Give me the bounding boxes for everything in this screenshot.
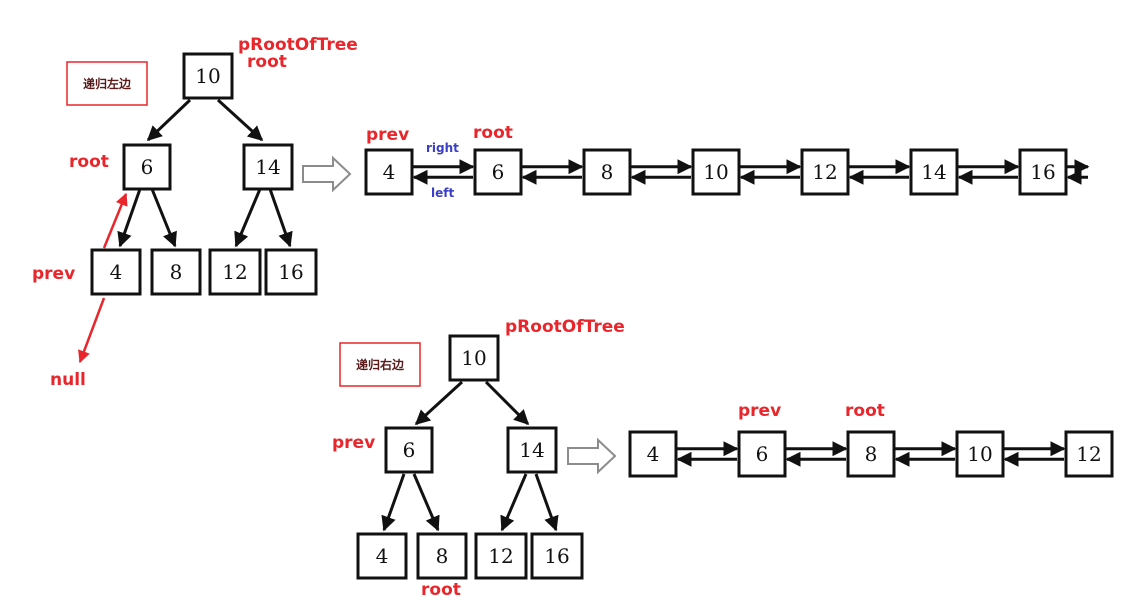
top-list-node-value: 12 bbox=[812, 160, 837, 184]
top-node-rl: 12 bbox=[208, 248, 262, 296]
bottom-node-left: 6 bbox=[384, 426, 434, 474]
bottom-node-rr-value: 16 bbox=[544, 544, 569, 568]
top-list-node: 16 bbox=[1018, 148, 1068, 196]
top-list-node-value: 4 bbox=[383, 160, 396, 184]
bottom-tag: 递归右边 bbox=[339, 342, 421, 387]
top-tag: 递归左边 bbox=[66, 61, 148, 106]
bottom-label-proot: pRootOfTree bbox=[505, 317, 625, 337]
top-node-right: 14 bbox=[242, 143, 294, 191]
bottom-list-label-root: root bbox=[845, 401, 885, 421]
bottom-list-node: 8 bbox=[846, 430, 896, 478]
bottom-edge-14-16 bbox=[534, 473, 559, 532]
bottom-transition-arrow-icon bbox=[567, 437, 617, 475]
bottom-list-node-value: 12 bbox=[1076, 442, 1101, 466]
bottom-node-root: 10 bbox=[448, 334, 500, 382]
top-list-label-prev: prev bbox=[366, 125, 409, 145]
top-linked-list: 4 6 8 10 12 14 16 bbox=[364, 148, 1090, 196]
bottom-list-node-value: 8 bbox=[865, 442, 878, 466]
bottom-list-node: 4 bbox=[628, 430, 678, 478]
bottom-node-root-value: 10 bbox=[461, 346, 486, 370]
bottom-edge-6-4 bbox=[381, 473, 406, 532]
top-list-node: 4 bbox=[364, 148, 414, 196]
top-edge-10-6 bbox=[146, 98, 192, 142]
top-node-rr-value: 16 bbox=[278, 260, 303, 284]
top-red-arrow-4-to-null bbox=[78, 297, 106, 364]
top-list-node: 12 bbox=[800, 148, 850, 196]
top-edge-6-8 bbox=[150, 188, 177, 248]
bottom-node-rl-value: 12 bbox=[488, 544, 513, 568]
top-label-null: null bbox=[50, 370, 86, 390]
top-list-node-value: 10 bbox=[703, 160, 728, 184]
top-section: 递归左边 10 6 14 4 8 12 bbox=[32, 35, 1090, 390]
top-list-node: 8 bbox=[582, 148, 632, 196]
top-node-left-value: 6 bbox=[141, 155, 154, 179]
bottom-edge-10-6 bbox=[414, 380, 464, 426]
top-edge-14-16 bbox=[268, 188, 293, 248]
bottom-list-node-value: 6 bbox=[756, 442, 769, 466]
top-node-ll: 4 bbox=[90, 248, 142, 296]
top-list-node-value: 14 bbox=[921, 160, 946, 184]
top-list-node-value: 8 bbox=[601, 160, 614, 184]
bottom-list-node: 6 bbox=[737, 430, 787, 478]
bottom-list-node-value: 4 bbox=[647, 442, 660, 466]
top-list-label-left: left bbox=[431, 186, 454, 200]
top-list-node: 10 bbox=[691, 148, 741, 196]
top-node-right-value: 14 bbox=[255, 155, 280, 179]
top-list-node-value: 6 bbox=[492, 160, 505, 184]
top-node-lr-value: 8 bbox=[170, 260, 183, 284]
bottom-node-right-value: 14 bbox=[519, 438, 544, 462]
top-transition-arrow-icon bbox=[302, 155, 352, 193]
top-label-prev-4: prev bbox=[32, 264, 75, 284]
top-label-proot: pRootOfTree bbox=[238, 35, 358, 55]
top-list-node: 6 bbox=[473, 148, 523, 196]
top-list-node: 14 bbox=[909, 148, 959, 196]
bottom-list-node: 12 bbox=[1064, 430, 1114, 478]
top-red-arrow-4-to-6 bbox=[102, 192, 128, 249]
bottom-label-root-8: root bbox=[421, 580, 461, 600]
top-node-ll-value: 4 bbox=[110, 260, 123, 284]
bottom-edge-6-8 bbox=[412, 473, 440, 532]
top-list-node-value: 16 bbox=[1030, 160, 1055, 184]
bottom-node-rr: 16 bbox=[530, 532, 584, 580]
bottom-list-label-prev: prev bbox=[738, 401, 781, 421]
bottom-node-right: 14 bbox=[506, 426, 558, 474]
bottom-section: 递归右边 10 6 14 4 8 12 bbox=[332, 317, 1114, 600]
top-node-root-value: 10 bbox=[195, 64, 220, 88]
top-label-root-top: root bbox=[247, 52, 287, 72]
bottom-node-lr: 8 bbox=[416, 532, 468, 580]
bottom-linked-list: 4 6 8 10 12 bbox=[628, 430, 1114, 478]
top-edge-10-14 bbox=[216, 98, 264, 142]
top-label-root-6: root bbox=[69, 152, 109, 172]
top-tag-text: 递归左边 bbox=[83, 76, 132, 91]
top-node-root: 10 bbox=[182, 52, 234, 100]
bottom-node-ll-value: 4 bbox=[376, 544, 389, 568]
bottom-node-ll: 4 bbox=[356, 532, 408, 580]
bottom-list-node: 10 bbox=[955, 430, 1005, 478]
top-edge-6-4 bbox=[117, 188, 142, 248]
bottom-tag-text: 递归右边 bbox=[356, 357, 405, 372]
bottom-edge-14-12 bbox=[500, 473, 528, 532]
bottom-edge-10-14 bbox=[484, 380, 530, 426]
top-node-rl-value: 12 bbox=[222, 260, 247, 284]
bottom-node-rl: 12 bbox=[474, 532, 528, 580]
top-list-label-right: right bbox=[426, 141, 459, 155]
bottom-label-prev-6: prev bbox=[332, 433, 375, 453]
top-node-left: 6 bbox=[122, 143, 172, 191]
bottom-node-lr-value: 8 bbox=[436, 544, 449, 568]
top-node-rr: 16 bbox=[264, 248, 318, 296]
top-list-label-root: root bbox=[473, 123, 513, 143]
bottom-list-node-value: 10 bbox=[967, 442, 992, 466]
bottom-node-left-value: 6 bbox=[403, 438, 416, 462]
top-edge-14-12 bbox=[234, 188, 262, 248]
top-node-lr: 8 bbox=[150, 248, 202, 296]
